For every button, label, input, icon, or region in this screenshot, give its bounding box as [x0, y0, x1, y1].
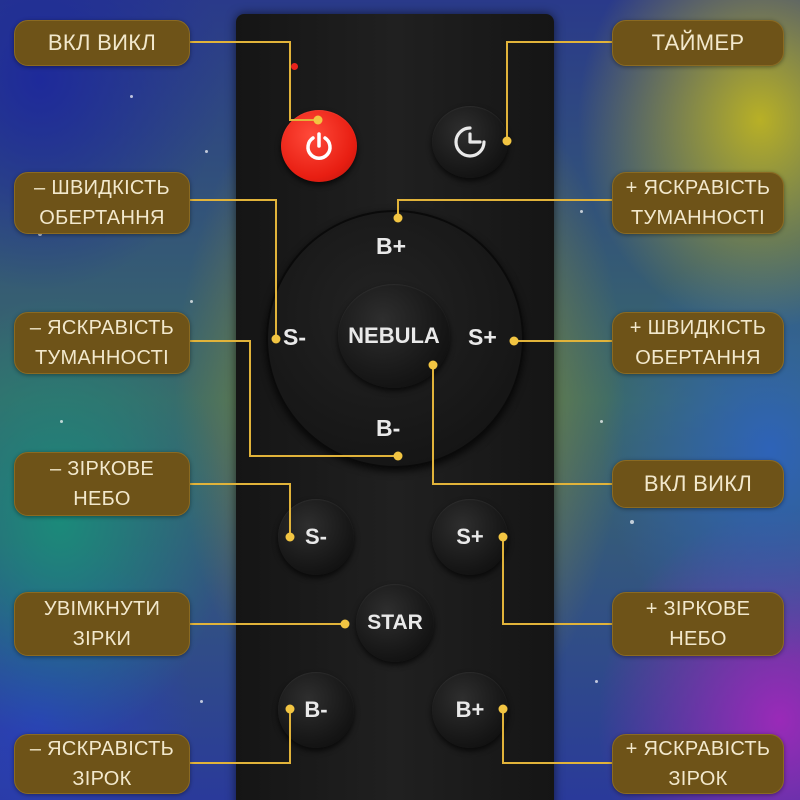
rotation-speed-up-button[interactable]: S+ [468, 324, 497, 350]
leader-dot [285, 532, 295, 542]
leader-dot [313, 115, 323, 125]
label-stars-brightness-down: – ЯСКРАВІСТЬ ЗІРОК [14, 734, 190, 794]
label-timer: ТАЙМЕР [612, 20, 784, 66]
leader-dot [285, 704, 295, 714]
timer-button[interactable] [432, 106, 508, 178]
nebula-button[interactable]: NEBULA [338, 284, 450, 388]
sparkle [205, 150, 208, 153]
leader-nebula-toggle [432, 365, 612, 485]
leader-dot [502, 136, 512, 146]
label-rotation-speed-up: + ШВИДКІСТЬ ОБЕРТАННЯ [612, 312, 784, 374]
sparkle [200, 700, 203, 703]
sky-speed-up-button[interactable]: S+ [432, 499, 508, 575]
leader-stars-bright-down [190, 709, 291, 764]
leader-sky-down [190, 483, 291, 537]
label-sky-up: + ЗІРКОВЕ НЕБО [612, 592, 784, 656]
leader-rotation-down [190, 199, 277, 339]
label-sky-down: – ЗІРКОВЕ НЕБО [14, 452, 190, 516]
leader-dot [393, 213, 403, 223]
sparkle [600, 420, 603, 423]
sparkle [595, 680, 598, 683]
label-power: ВКЛ ВИКЛ [14, 20, 190, 66]
timer-icon [454, 126, 486, 158]
sparkle [130, 95, 133, 98]
leader-dot [340, 619, 350, 629]
sparkle [60, 420, 63, 423]
label-rotation-speed-down: – ШВИДКІСТЬ ОБЕРТАННЯ [14, 172, 190, 234]
sparkle [38, 232, 42, 236]
star-button[interactable]: STAR [356, 584, 434, 662]
leader-stars-bright-up [502, 709, 612, 764]
label-stars-on: УВІМКНУТИ ЗІРКИ [14, 592, 190, 656]
nebula-brightness-down-button[interactable]: B- [376, 415, 401, 441]
leader-dot [428, 360, 438, 370]
leader-nebula-bright-down [190, 340, 398, 457]
leader-nebula-bright-up [397, 199, 612, 218]
sparkle [190, 300, 193, 303]
leader-sky-up [502, 537, 612, 625]
label-nebula-toggle: ВКЛ ВИКЛ [612, 460, 784, 508]
leader-dot [498, 704, 508, 714]
leader-dot [393, 451, 403, 461]
indicator-led [291, 63, 298, 70]
sparkle [580, 210, 583, 213]
leader-dot [509, 336, 519, 346]
leader-power [190, 41, 318, 121]
rotation-speed-down-button[interactable]: S- [283, 324, 306, 350]
sparkle [630, 520, 634, 524]
power-icon [306, 132, 332, 160]
leader-dot [271, 334, 281, 344]
label-stars-brightness-up: + ЯСКРАВІСТЬ ЗІРОК [612, 734, 784, 794]
label-nebula-brightness-up: + ЯСКРАВІСТЬ ТУМАННОСТІ [612, 172, 784, 234]
leader-dot [498, 532, 508, 542]
leader-timer [506, 41, 612, 141]
power-button[interactable] [281, 110, 357, 182]
nebula-brightness-up-button[interactable]: B+ [376, 233, 407, 259]
label-nebula-brightness-down: – ЯСКРАВІСТЬ ТУМАННОСТІ [14, 312, 190, 374]
stars-brightness-up-button[interactable]: B+ [432, 672, 508, 748]
